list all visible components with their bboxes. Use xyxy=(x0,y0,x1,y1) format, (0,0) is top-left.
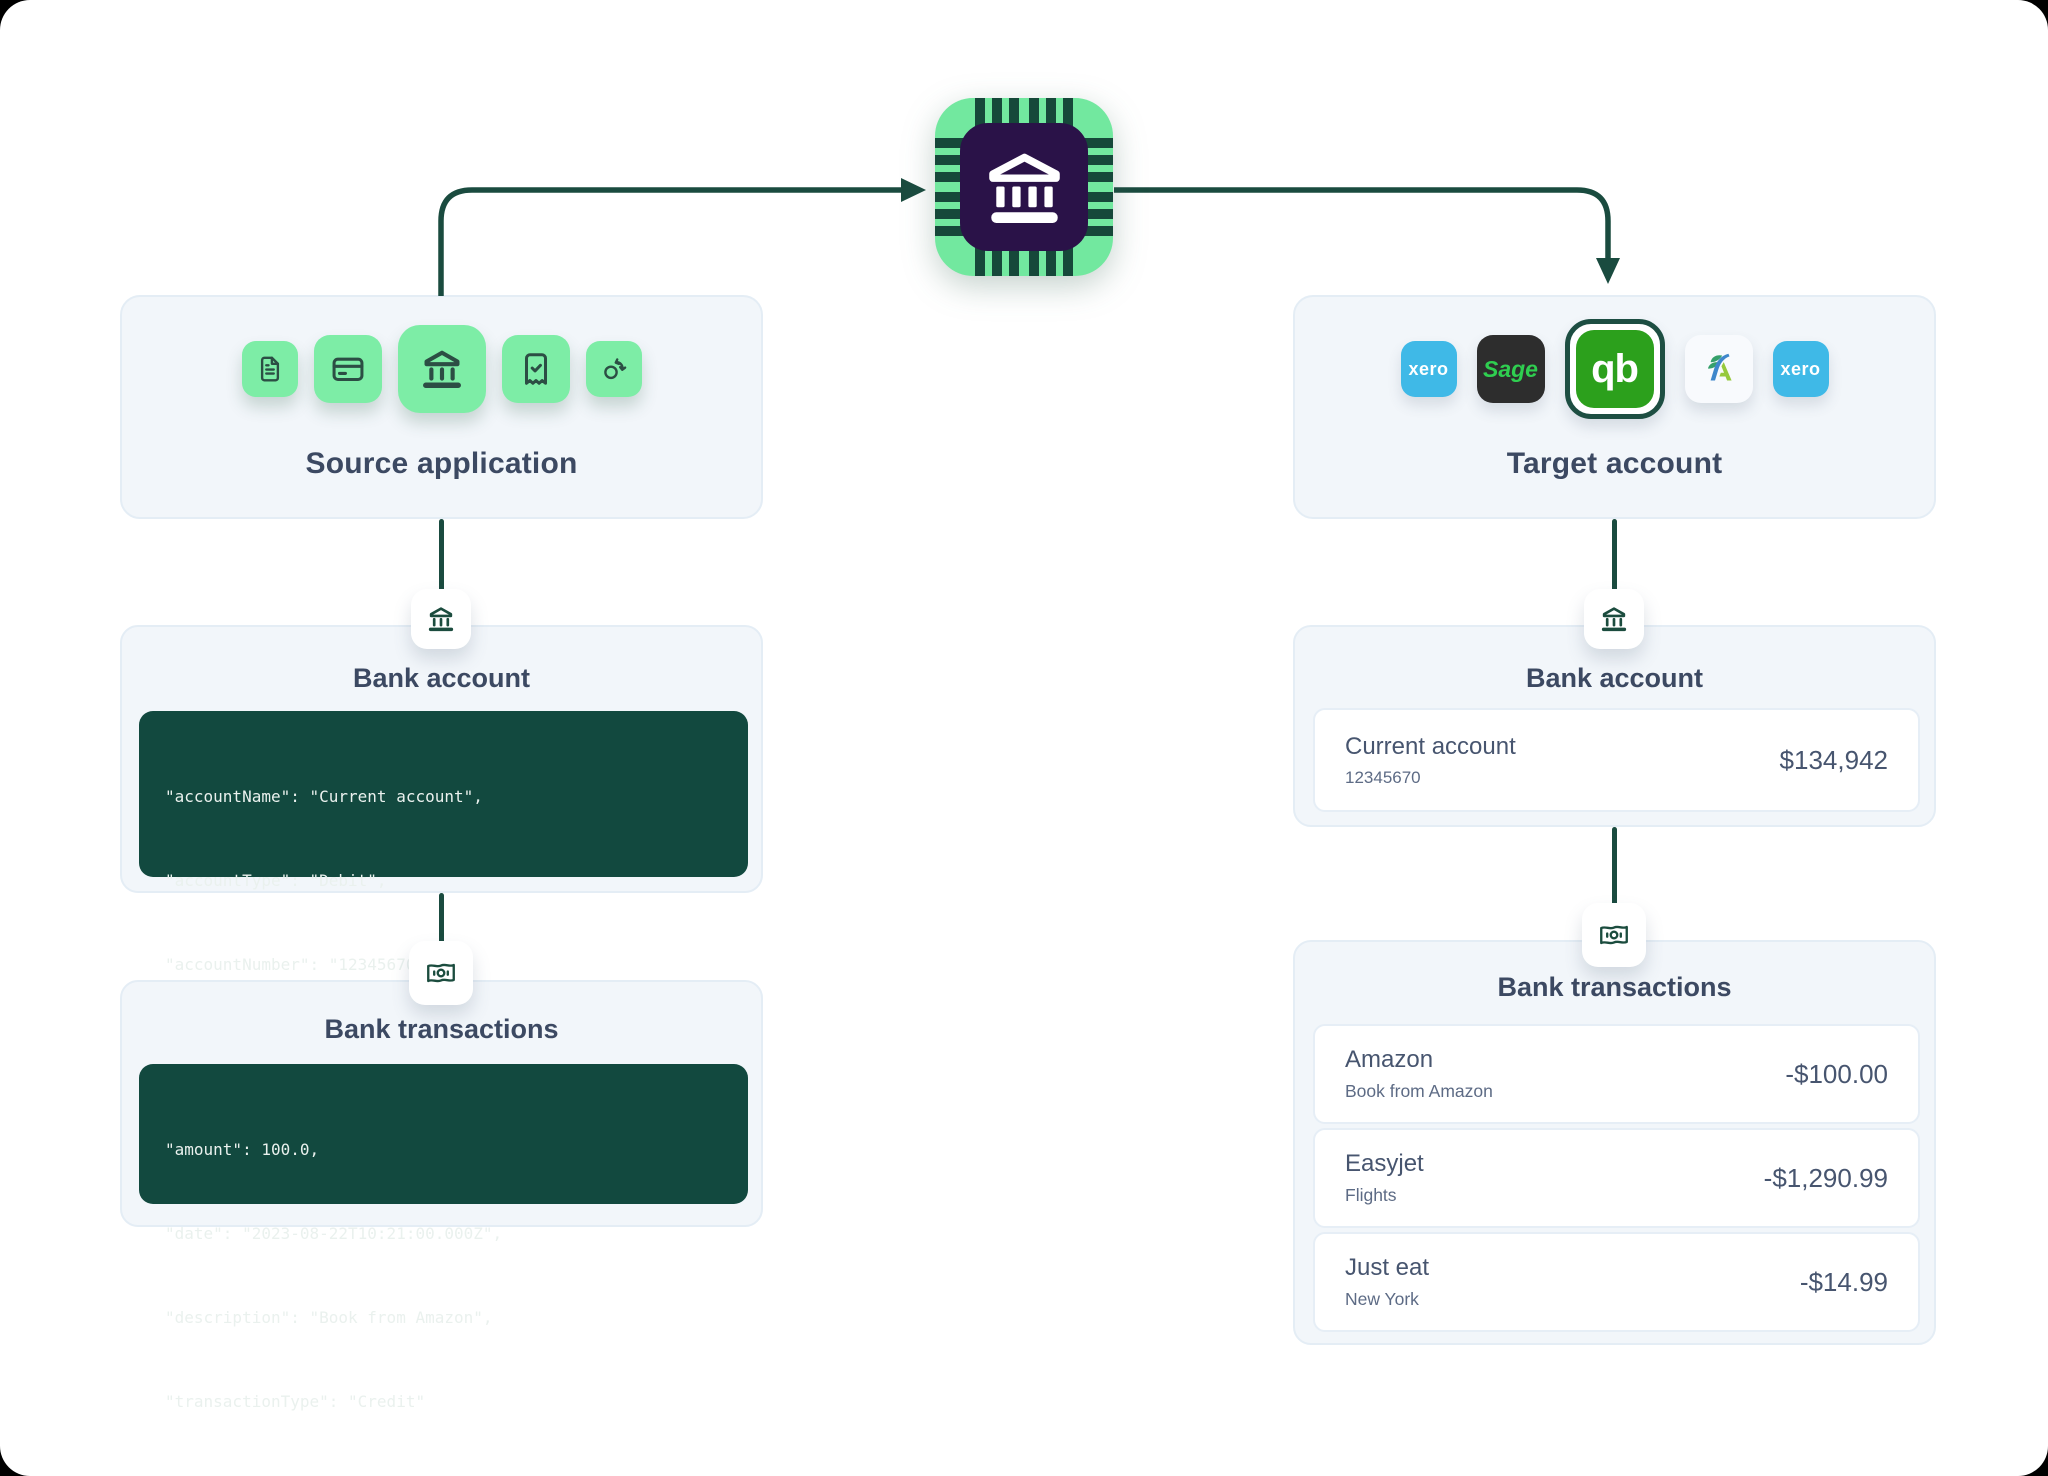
provider-tile-sage[interactable]: Sage xyxy=(1476,335,1545,403)
provider-tile-xero[interactable]: xero xyxy=(1400,341,1457,397)
arrow-down-icon xyxy=(1596,258,1620,284)
transaction-info: Easyjet Flights xyxy=(1345,1150,1424,1206)
bank-transactions-json: "amount": 100.0, "date": "2023-08-22T10:… xyxy=(139,1064,748,1411)
source-tile-bank[interactable] xyxy=(397,325,486,413)
target-bank-transactions-card: Bank transactions Amazon Book from Amazo… xyxy=(1293,940,1936,1345)
target-bank-account-card: Bank account Current account 12345670 $1… xyxy=(1293,625,1936,827)
quickbooks-logo: qb xyxy=(1575,330,1654,408)
transaction-detail: Book from Amazon xyxy=(1345,1081,1493,1101)
source-icons-row xyxy=(122,324,761,414)
bank-chip-icon xyxy=(935,98,1113,276)
transaction-name: Amazon xyxy=(1345,1046,1434,1073)
bank-account-json: "accountName": "Current account", "accou… xyxy=(139,711,748,1142)
account-name: Current account xyxy=(1345,732,1516,760)
banknote-icon xyxy=(1600,925,1628,945)
banknote-badge xyxy=(1582,903,1646,967)
sage-logo: Sage xyxy=(1483,355,1538,382)
transaction-name: Just eat xyxy=(1345,1254,1430,1281)
code-line: "accountName": "Current account", xyxy=(165,787,483,806)
freeagent-logo xyxy=(1707,353,1732,381)
account-summary-row: Current account 12345670 $134,942 xyxy=(1313,708,1920,812)
target-panel-title: Target account xyxy=(1506,447,1723,480)
source-bank-account-card: Bank account "accountName": "Current acc… xyxy=(120,625,763,1142)
source-application-panel: Source application xyxy=(120,295,763,519)
bank-badge xyxy=(411,589,471,649)
code-line: "amount": 100.0, xyxy=(165,1140,320,1159)
bank-chip-hub xyxy=(935,98,1113,276)
source-tile-credit-card[interactable] xyxy=(313,335,382,403)
code-line: "transactionType": "Credit" xyxy=(165,1392,426,1411)
xero-logo: xero xyxy=(1408,358,1449,379)
sync-icon xyxy=(603,358,626,380)
source-tile-receipt[interactable] xyxy=(501,335,570,403)
target-account-panel: xero Sage qb xero Targ xyxy=(1293,295,1936,519)
bank-icon xyxy=(428,607,454,632)
target-providers-row: xero Sage qb xero xyxy=(1295,319,1934,419)
code-line: "accountNumber": "12345670", xyxy=(165,955,435,974)
provider-tile-xero-2[interactable]: xero xyxy=(1772,341,1829,397)
transaction-detail: New York xyxy=(1345,1289,1419,1309)
credit-card-icon xyxy=(332,357,363,381)
bank-icon xyxy=(422,350,461,388)
provider-tile-quickbooks-selected[interactable]: qb xyxy=(1564,319,1665,419)
account-balance: $134,942 xyxy=(1779,744,1888,775)
transaction-info: Just eat New York xyxy=(1345,1254,1429,1310)
arrow-right-icon xyxy=(901,178,926,202)
flow-arrows xyxy=(438,178,1620,296)
source-bank-transactions-card: Bank transactions "amount": 100.0, "date… xyxy=(120,980,763,1411)
bank-badge xyxy=(1584,589,1644,649)
connector-line xyxy=(438,893,444,949)
connector-line xyxy=(1611,519,1617,597)
bank-icon xyxy=(1601,607,1627,632)
provider-tile-freeagent[interactable] xyxy=(1684,335,1753,403)
document-icon xyxy=(260,356,279,382)
card-title: Bank account xyxy=(352,663,531,693)
transaction-info: Amazon Book from Amazon xyxy=(1345,1046,1493,1102)
code-line: "date": "2023-08-22T10:21:00.000Z", xyxy=(165,1224,503,1243)
code-line: "description": "Book from Amazon", xyxy=(165,1308,493,1327)
connector-line xyxy=(438,519,444,597)
code-line: "accountType": "Debit", xyxy=(165,871,387,890)
xero-logo: xero xyxy=(1780,358,1821,379)
transaction-amount: -$14.99 xyxy=(1799,1266,1888,1297)
transaction-name: Easyjet xyxy=(1345,1150,1424,1177)
card-title: Bank account xyxy=(1525,663,1704,693)
transaction-amount: -$100.00 xyxy=(1785,1058,1888,1089)
receipt-check-icon xyxy=(524,353,547,385)
transaction-row: Amazon Book from Amazon -$100.00 xyxy=(1313,1024,1920,1124)
bank-icon xyxy=(989,153,1060,224)
source-tile-sync[interactable] xyxy=(585,341,642,397)
transaction-amount: -$1,290.99 xyxy=(1763,1162,1888,1193)
card-title: Bank transactions xyxy=(324,1014,559,1044)
banknote-icon xyxy=(427,963,455,983)
account-info: Current account 12345670 xyxy=(1345,733,1516,788)
banknote-badge xyxy=(409,941,473,1005)
transaction-detail: Flights xyxy=(1345,1185,1397,1205)
account-number: 12345670 xyxy=(1345,767,1421,787)
transaction-row: Just eat New York -$14.99 xyxy=(1313,1232,1920,1332)
card-title: Bank transactions xyxy=(1497,972,1732,1002)
connector-line xyxy=(1611,827,1617,911)
source-tile-document[interactable] xyxy=(241,341,298,397)
transaction-row: Easyjet Flights -$1,290.99 xyxy=(1313,1128,1920,1228)
source-panel-title: Source application xyxy=(305,447,578,480)
